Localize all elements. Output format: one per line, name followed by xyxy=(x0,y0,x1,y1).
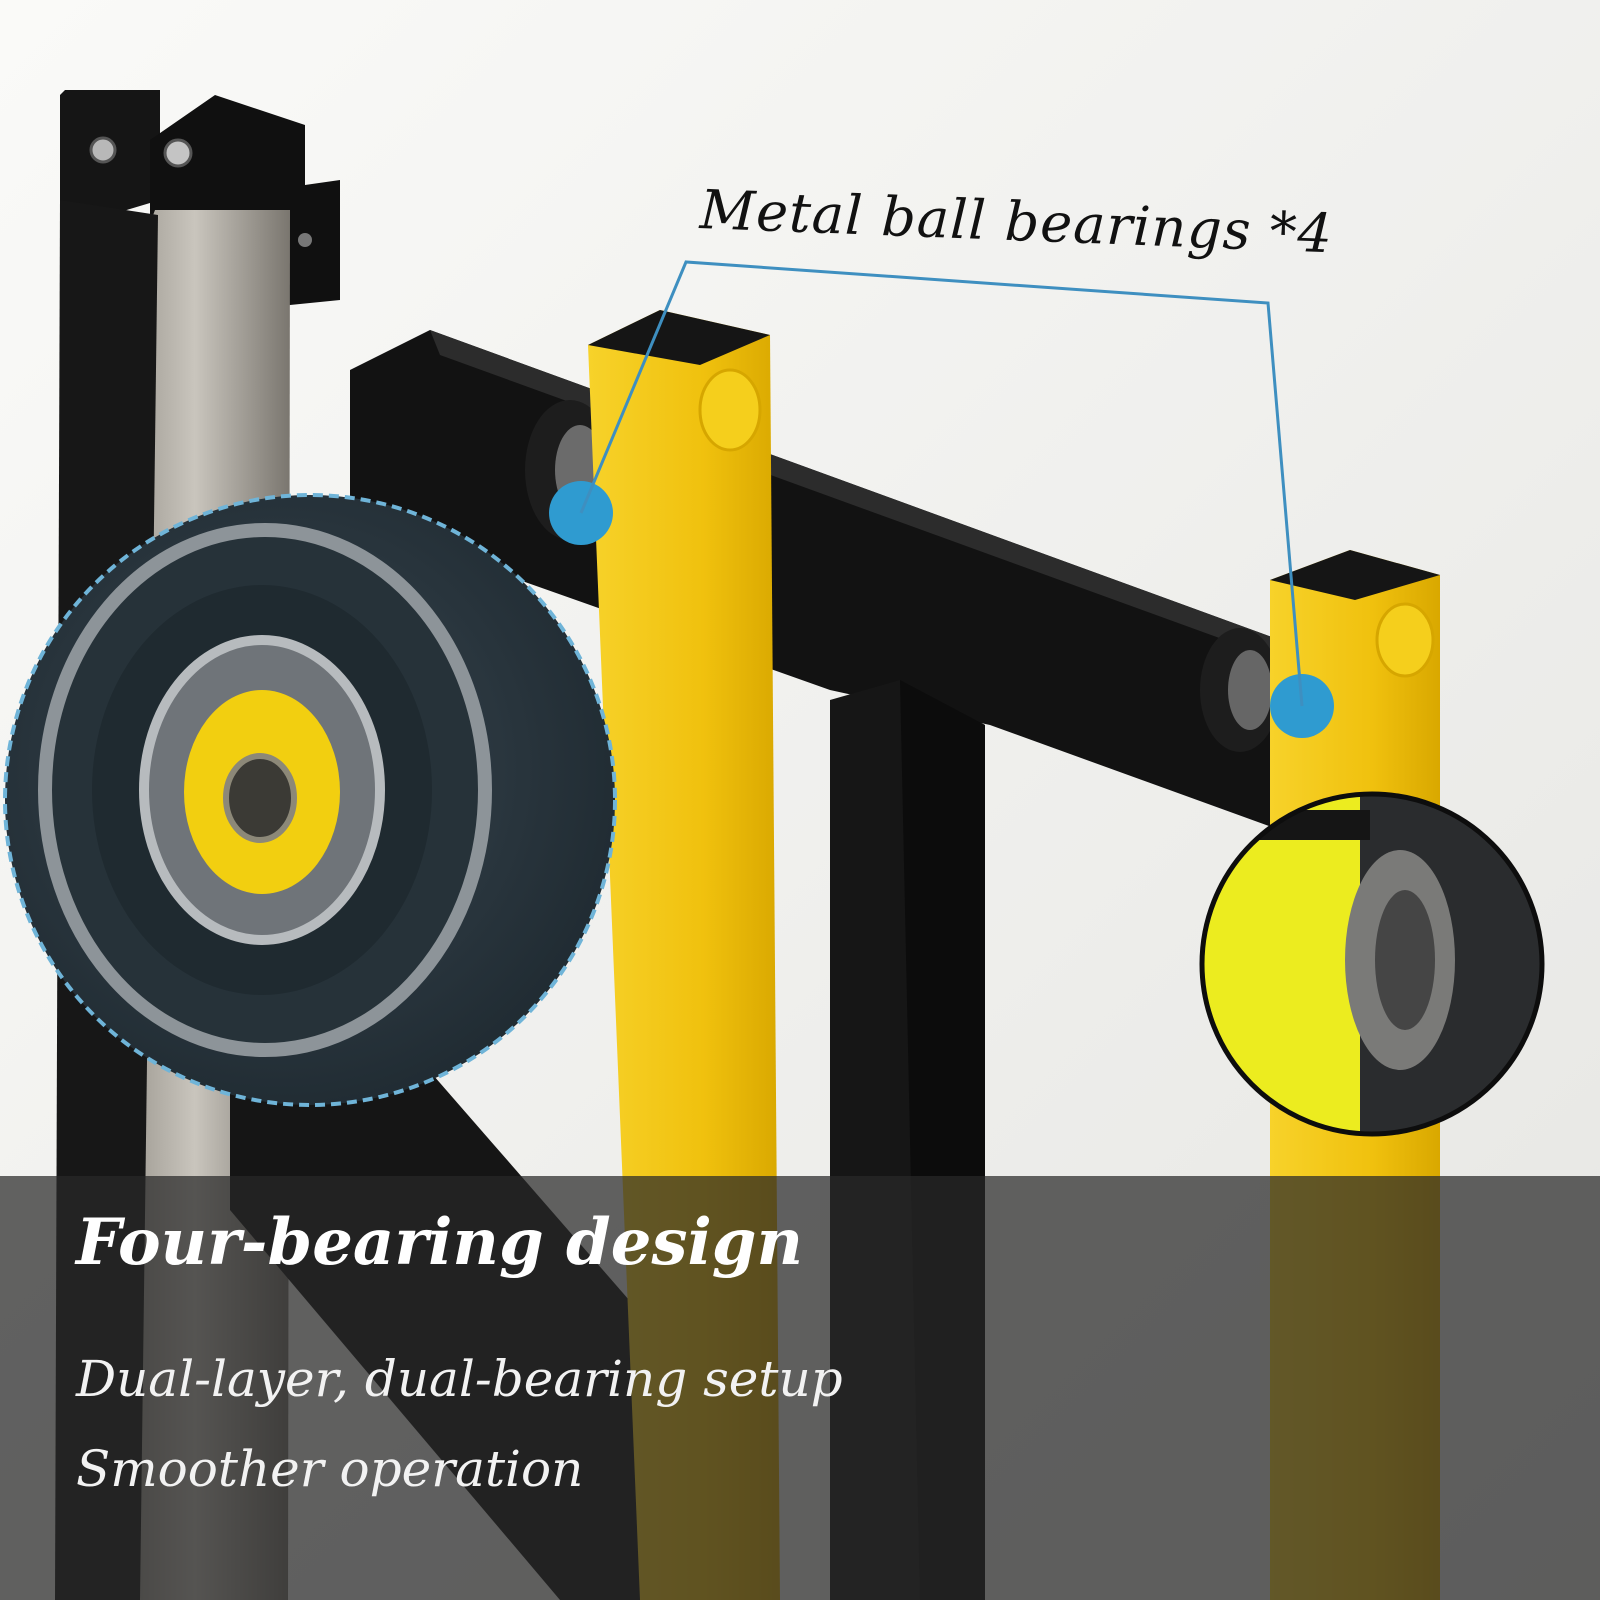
caption-title: Four-bearing design xyxy=(76,1205,804,1280)
caption-line-2: Smoother operation xyxy=(76,1440,584,1498)
callout-line xyxy=(579,260,1304,707)
bolt-icon xyxy=(89,136,117,164)
caption-line-1: Dual-layer, dual-bearing setup xyxy=(76,1350,843,1408)
bearing-zoom-small xyxy=(1199,791,1545,1137)
bolt-icon xyxy=(163,138,193,168)
bearing-zoom-large xyxy=(3,493,617,1107)
caption-band xyxy=(0,1176,1600,1600)
